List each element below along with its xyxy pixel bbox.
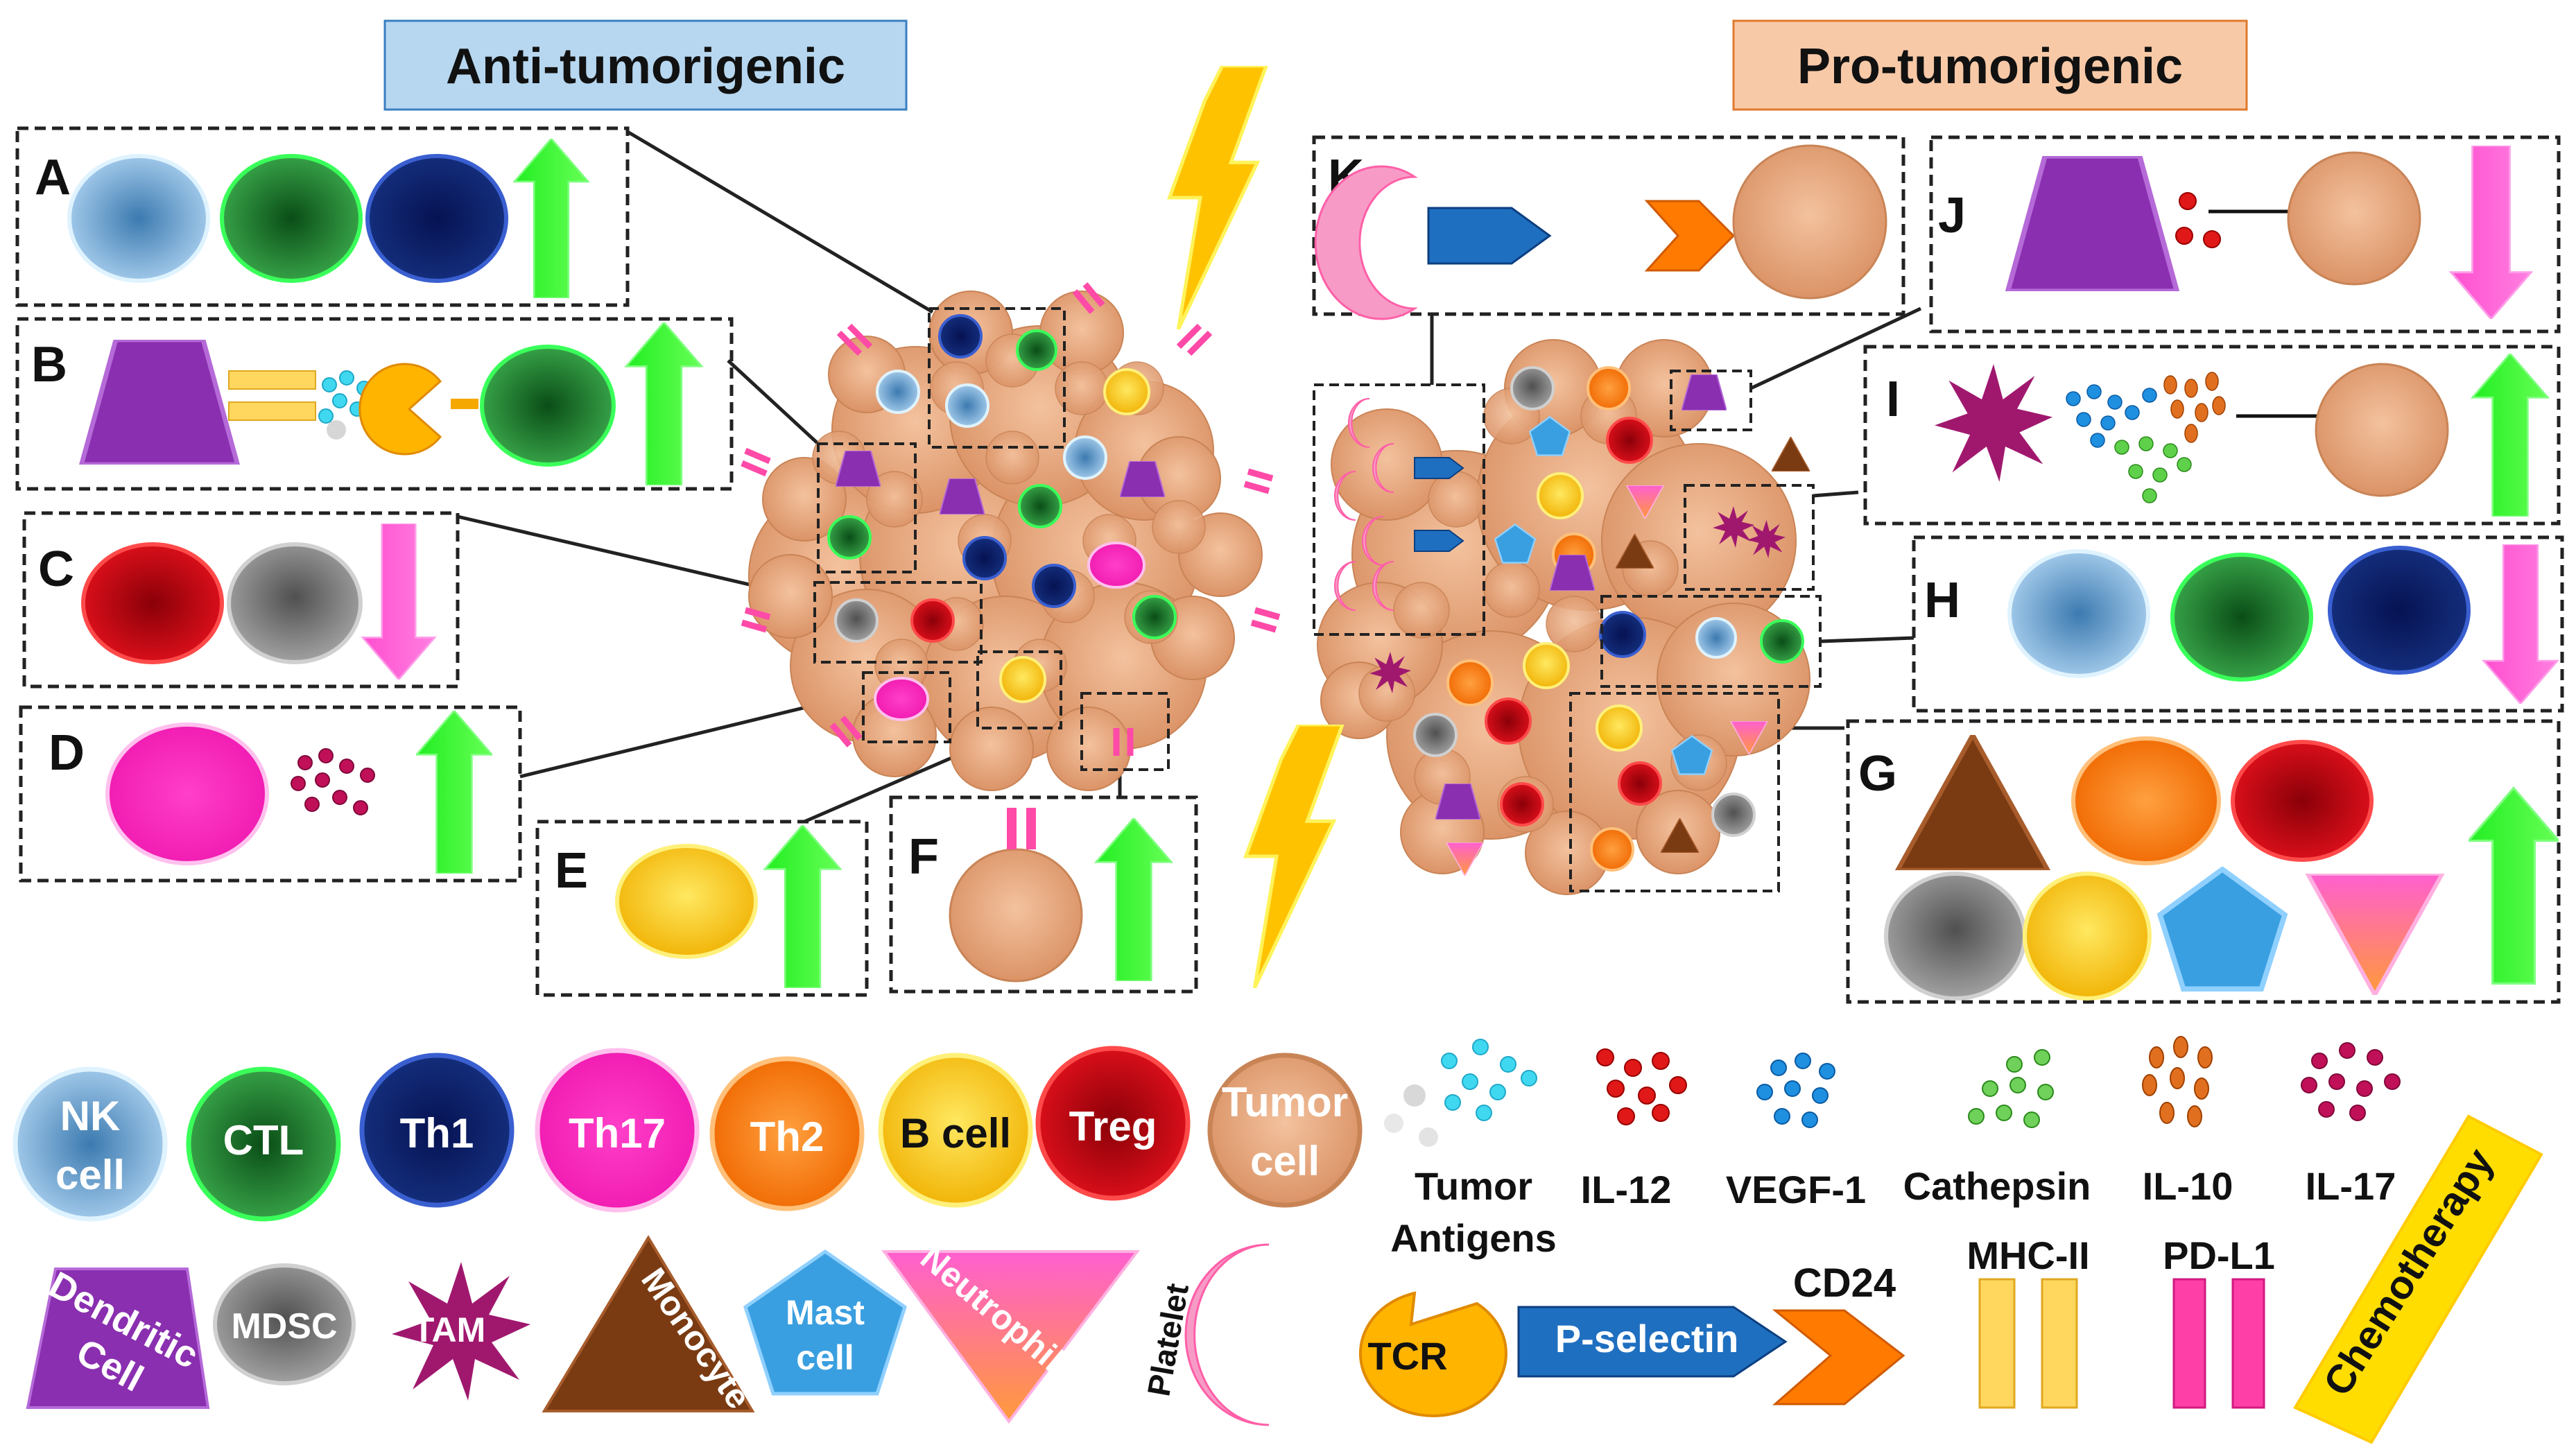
- panel-h-cells: [2007, 544, 2559, 704]
- panel-label-e: E: [555, 843, 588, 899]
- legend-il17-icon: [2301, 1042, 2401, 1121]
- legend-tumor-antigens-label-1: Tumor: [1415, 1164, 1532, 1208]
- panel-j-cells: [2008, 146, 2532, 319]
- legend-bcell-label: B cell: [900, 1110, 1011, 1157]
- panel-a-cells: [67, 139, 589, 298]
- legend-tumor-label-2: cell: [1250, 1138, 1320, 1184]
- legend-ctl-label: CTL: [223, 1117, 304, 1163]
- panel-b-cells: [82, 322, 703, 485]
- legend-dendritic-icon: Dendritic Cell: [26, 1264, 210, 1409]
- legend-platelet-icon: Platelet: [1140, 1243, 1270, 1426]
- anti-tumorigenic-header: Anti-tumorigenic: [383, 19, 908, 111]
- pro-tumorigenic-header: Pro-tumorigenic: [1732, 19, 2248, 111]
- legend-il17-label: IL-17: [2306, 1164, 2396, 1208]
- panel-frames: [15, 126, 2564, 1004]
- panel-i-cells: [1935, 354, 2549, 517]
- legend-mast-label-2: cell: [796, 1338, 854, 1377]
- legend-th2-label: Th2: [750, 1114, 824, 1160]
- panel-e-cells: [615, 825, 842, 988]
- lightning-icon: [1170, 66, 1266, 329]
- legend-neutrophil-icon: Neutrophil: [881, 1238, 1141, 1424]
- platelets-in-mass: [1334, 398, 1394, 611]
- legend-pdl1-icon: PD-L1: [2163, 1234, 2275, 1409]
- down-arrow-icon: [2482, 544, 2559, 704]
- legend-vegf-icon: [1756, 1053, 1835, 1128]
- anti-header-text: Anti-tumorigenic: [446, 39, 845, 94]
- legend-mast-label-1: Mast: [786, 1293, 865, 1332]
- legend-il10-label: IL-10: [2143, 1164, 2233, 1208]
- up-arrow-icon: [513, 139, 589, 298]
- up-arrow-icon: [2471, 354, 2549, 517]
- panel-d-cells: [105, 711, 492, 874]
- legend-tcr-label: TCR: [1367, 1334, 1447, 1378]
- legend-th1-label: Th1: [400, 1110, 474, 1157]
- panel-label-g: G: [1858, 746, 1897, 802]
- pdl1-receptors: [741, 282, 1281, 756]
- legend-cd24-label: CD24: [1793, 1261, 1896, 1306]
- lightning-icon: [1246, 725, 1342, 988]
- legend-monocyte-icon: Monocyte: [542, 1235, 759, 1416]
- legend-tam-label: TAM: [413, 1310, 486, 1349]
- panel-label-f: F: [908, 829, 939, 885]
- up-arrow-icon: [2469, 786, 2559, 985]
- up-arrow-icon: [416, 711, 492, 874]
- panel-label-b: B: [31, 337, 67, 392]
- legend-mast-icon: Mast cell: [743, 1249, 907, 1396]
- up-arrow-icon: [763, 825, 842, 988]
- up-arrow-icon: [625, 322, 703, 485]
- panel-label-j: J: [1938, 188, 1966, 243]
- legend-mdsc-label: MDSC: [231, 1306, 337, 1347]
- down-arrow-icon: [361, 524, 436, 680]
- panel-g-cells: [1884, 735, 2559, 1001]
- legend-mhc2-icon: MHC-II: [1966, 1234, 2090, 1409]
- legend: NK cell CTL Th1 Th17 Th2 B cell Treg Tum…: [12, 1036, 2543, 1444]
- legend-pselectin-label: P-selectin: [1555, 1317, 1739, 1360]
- panel-k-cells: [1314, 144, 1887, 320]
- left-tumor-mass: [741, 282, 1281, 791]
- panel-label-a: A: [35, 150, 71, 205]
- legend-tumor-antigens-icon: [1384, 1039, 1537, 1147]
- legend-tumor-label-1: Tumor: [1222, 1079, 1348, 1125]
- legend-il10-icon: [2142, 1036, 2213, 1127]
- up-arrow-icon: [1095, 818, 1173, 981]
- down-arrow-icon: [2450, 146, 2532, 319]
- panel-c-cells: [81, 524, 436, 680]
- panel-label-d: D: [49, 725, 85, 781]
- legend-pdl1-label: PD-L1: [2163, 1234, 2275, 1277]
- legend-mhc2-label: MHC-II: [1966, 1234, 2089, 1277]
- panel-label-h: H: [1924, 573, 1960, 628]
- legend-nk-label-1: NK: [60, 1093, 121, 1139]
- legend-tam-icon: TAM: [392, 1262, 530, 1401]
- legend-th17-label: Th17: [569, 1110, 666, 1157]
- legend-cathepsin-icon: [1968, 1049, 2054, 1128]
- legend-cd24-icon: CD24: [1772, 1261, 1905, 1405]
- legend-nk-label-2: cell: [55, 1152, 125, 1198]
- panel-label-i: I: [1886, 372, 1900, 427]
- legend-pselectin-icon: P-selectin: [1517, 1306, 1788, 1378]
- legend-tumor-antigens-label-2: Antigens: [1390, 1216, 1557, 1260]
- legend-tcr-icon: TCR: [1359, 1291, 1507, 1417]
- panel-f-cells: [949, 808, 1173, 983]
- legend-mdsc-icon: MDSC: [213, 1263, 356, 1385]
- right-tumor-mass: [1313, 339, 1822, 895]
- legend-cathepsin-label: Cathepsin: [1903, 1164, 2091, 1208]
- legend-il12-label: IL-12: [1581, 1168, 1672, 1211]
- legend-vegf-label: VEGF-1: [1726, 1168, 1866, 1211]
- legend-treg-label: Treg: [1069, 1103, 1157, 1150]
- panel-label-c: C: [38, 542, 74, 597]
- pro-header-text: Pro-tumorigenic: [1797, 39, 2183, 94]
- legend-il12-icon: [1596, 1048, 1687, 1125]
